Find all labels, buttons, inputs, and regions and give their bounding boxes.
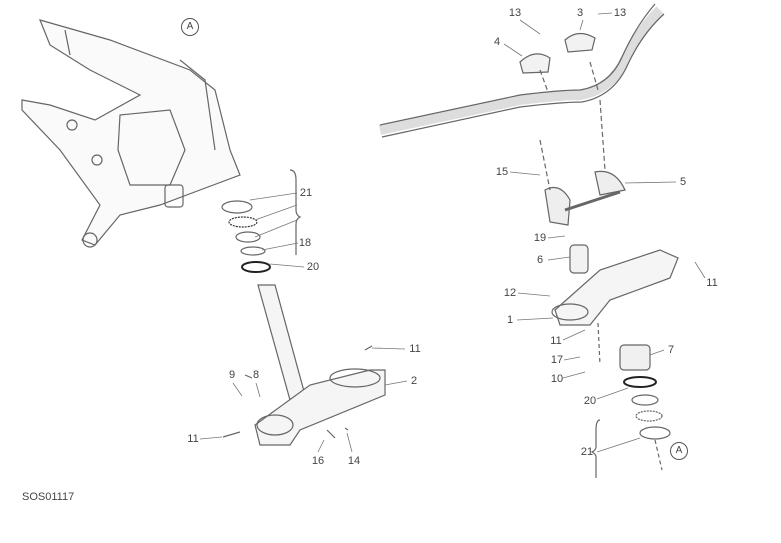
callout-3: 3 — [576, 7, 584, 19]
callout-7: 7 — [667, 344, 675, 356]
callout-19: 19 — [533, 232, 547, 244]
callout-5: 5 — [679, 176, 687, 188]
callout-13: 13 — [508, 7, 522, 19]
callout-14: 14 — [347, 455, 361, 467]
reference-marker-a-top: A — [181, 18, 199, 36]
callout-12: 12 — [503, 287, 517, 299]
callout-8: 8 — [252, 369, 260, 381]
diagram-code: SOS01117 — [22, 491, 75, 503]
callout-10: 10 — [550, 373, 564, 385]
callout-21: 21 — [299, 187, 313, 199]
callout-20: 20 — [306, 261, 320, 273]
callout-17: 17 — [550, 354, 564, 366]
lower-triple-clamp-drawing — [221, 169, 386, 446]
callout-20: 20 — [583, 395, 597, 407]
callout-11: 11 — [550, 335, 562, 347]
frame-drawing — [21, 19, 241, 248]
callout-18: 18 — [298, 237, 312, 249]
handlebar-drawing — [378, 3, 665, 138]
callout-15: 15 — [495, 166, 509, 178]
callout-2: 2 — [410, 375, 418, 387]
callout-13: 13 — [613, 7, 627, 19]
leader-lines — [199, 12, 706, 453]
callout-11: 11 — [706, 277, 718, 289]
callout-9: 9 — [228, 369, 236, 381]
upper-triple-clamp-drawing — [519, 32, 679, 478]
callout-6: 6 — [536, 254, 544, 266]
callout-1: 1 — [506, 314, 514, 326]
callout-11: 11 — [409, 343, 421, 355]
callout-21: 21 — [580, 446, 594, 458]
callout-16: 16 — [311, 455, 325, 467]
reference-marker-a-bottom: A — [670, 442, 688, 460]
callout-11: 11 — [187, 433, 199, 445]
callout-4: 4 — [493, 36, 501, 48]
